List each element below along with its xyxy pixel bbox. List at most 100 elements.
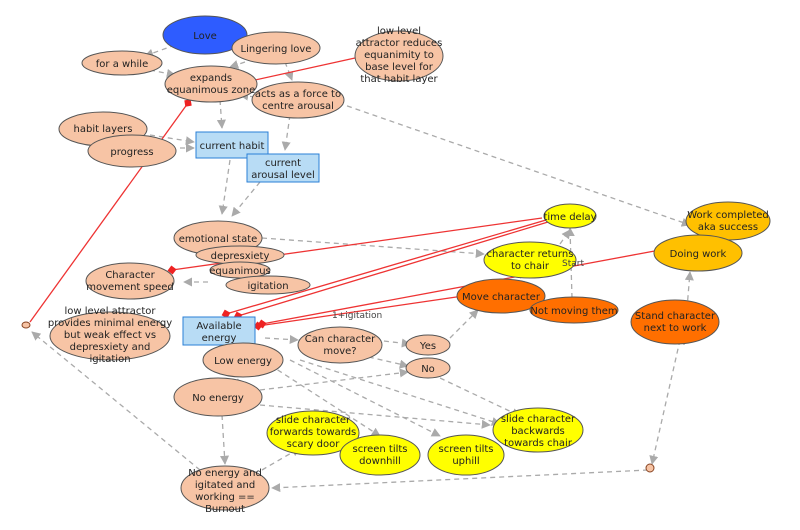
stand-label-2: next to work xyxy=(644,323,707,334)
low-reduce-label-2: attractor reduces xyxy=(356,38,443,49)
acts-label-2: centre arousal xyxy=(262,101,334,112)
edge-expands-habit xyxy=(216,99,226,129)
available-label-1: Available xyxy=(196,321,241,332)
slide-forwards-label-2: forwards towards xyxy=(270,427,357,438)
node-lingering-love[interactable] xyxy=(231,31,321,65)
edge-move-available xyxy=(253,294,471,331)
node-time-delay[interactable] xyxy=(543,203,597,229)
node-acts[interactable] xyxy=(251,81,345,119)
edge-low-tiltdown xyxy=(269,364,381,437)
time-delay-label: time delay xyxy=(543,212,596,223)
depresxiety-label: depresxiety xyxy=(211,251,270,262)
box-available-energy[interactable] xyxy=(182,316,256,346)
node-low-energy[interactable] xyxy=(202,342,284,378)
emotional-state-label: emotional state xyxy=(179,234,258,245)
returns-label-1: character returns xyxy=(487,249,574,260)
minimal-label-1: low level attractor xyxy=(64,306,156,317)
acts-label-1: acts as a force to xyxy=(255,89,341,100)
arousal-label-1: current xyxy=(265,158,301,169)
tilt-down-label-1: screen tilts xyxy=(352,444,407,455)
edge-canmove-yes xyxy=(374,338,411,348)
node-tilt-up[interactable] xyxy=(427,434,505,476)
no-energy-label: No energy xyxy=(192,393,244,404)
expands-label-2: equanimous zone xyxy=(167,85,256,96)
low-reduce-label-1: low level xyxy=(377,26,421,37)
box-arousal[interactable] xyxy=(246,153,320,183)
slide-backwards-label-3: towards chair xyxy=(504,438,573,449)
edge-emotional-returns xyxy=(261,237,485,258)
minimal-label-2: provides minimal energy xyxy=(48,318,172,329)
edge-habit-emotional xyxy=(218,159,231,215)
node-burnout[interactable] xyxy=(180,465,270,511)
edge-delay-available2 xyxy=(233,221,549,321)
node-progress[interactable] xyxy=(87,134,177,168)
node-returns[interactable] xyxy=(483,241,577,279)
node-stand-character[interactable] xyxy=(630,299,720,345)
node-minimal-energy[interactable] xyxy=(49,311,171,361)
node-slide-forwards[interactable] xyxy=(266,410,360,456)
no-label: No xyxy=(421,364,435,375)
edge-lowreduce-expands xyxy=(241,57,356,87)
node-expands[interactable] xyxy=(164,65,258,103)
node-not-moving[interactable] xyxy=(529,296,619,324)
slide-backwards-label-1: slide character xyxy=(501,414,576,425)
slide-backwards-label-2: backwards xyxy=(511,426,565,437)
node-char-move[interactable] xyxy=(85,262,175,300)
node-move-character[interactable] xyxy=(456,278,546,314)
move-character-label: Move character xyxy=(462,292,541,303)
edge-burnout-left xyxy=(31,331,201,471)
node-no-energy[interactable] xyxy=(173,377,263,417)
low-reduce-label-3: equanimity to xyxy=(364,50,434,61)
junction-right xyxy=(645,463,655,473)
equanimous-label: equanimous xyxy=(209,266,271,277)
node-igitation[interactable] xyxy=(225,275,311,295)
burnout-label-4: Burnout xyxy=(205,504,245,515)
edge-noenergy-no xyxy=(259,368,409,391)
node-low-reduce[interactable] xyxy=(354,30,444,82)
minimal-label-3: but weak effect vs xyxy=(64,330,156,341)
can-move-label-1: Can character xyxy=(305,334,376,345)
edge-low-tiltup xyxy=(289,359,441,437)
edge-arousal-emotional xyxy=(231,181,261,217)
progress-label: progress xyxy=(110,147,153,158)
not-moving-label: Not moving them xyxy=(530,306,617,317)
node-work-completed[interactable] xyxy=(685,201,771,241)
node-love[interactable] xyxy=(162,15,248,55)
for-a-while-label: for a while xyxy=(96,59,148,70)
edge-yes-move xyxy=(449,309,479,339)
node-for-a-while[interactable] xyxy=(81,50,163,76)
edge-habitlayers-habit xyxy=(149,134,195,146)
expands-label-1: expands xyxy=(190,73,232,84)
lingering-love-label: Lingering love xyxy=(241,44,312,55)
yes-label: Yes xyxy=(419,341,436,352)
low-energy-label: Low energy xyxy=(214,356,272,367)
edge-acts-arousal xyxy=(281,114,291,151)
edge-available-canmove xyxy=(264,334,299,345)
edge-start-delay xyxy=(565,227,575,299)
edge-low-slideback xyxy=(299,359,501,426)
node-no[interactable] xyxy=(405,357,451,379)
igitation-label: igitation xyxy=(247,281,288,292)
edge-no-slideback xyxy=(439,377,521,417)
edge-lingering-expands xyxy=(229,60,246,69)
low-reduce-label-5: that habit layer xyxy=(360,74,438,85)
node-slide-backwards[interactable] xyxy=(492,407,584,453)
node-can-move[interactable] xyxy=(297,326,383,364)
node-tilt-down[interactable] xyxy=(339,434,421,476)
arousal-label-2: arousal level xyxy=(251,170,315,181)
node-yes[interactable] xyxy=(405,334,451,356)
burnout-label-1: No energy and xyxy=(188,468,262,479)
burnout-label-2: igitated and xyxy=(195,480,255,491)
edge-delay-available1 xyxy=(221,219,547,319)
returns-label-2: to chair xyxy=(511,261,550,272)
edge-noenergy-slideback xyxy=(259,404,491,429)
node-doing-work[interactable] xyxy=(653,234,743,272)
tilt-up-label-2: uphill xyxy=(452,456,479,467)
edge-stand-junction xyxy=(649,339,681,465)
slide-forwards-label-1: slide character xyxy=(276,415,351,426)
edge-label-igitation: 1+igitation xyxy=(332,311,382,321)
can-move-label-2: move? xyxy=(323,346,356,357)
edge-doingwork-available xyxy=(257,249,661,329)
char-move-label-2: movement speed xyxy=(86,282,173,293)
